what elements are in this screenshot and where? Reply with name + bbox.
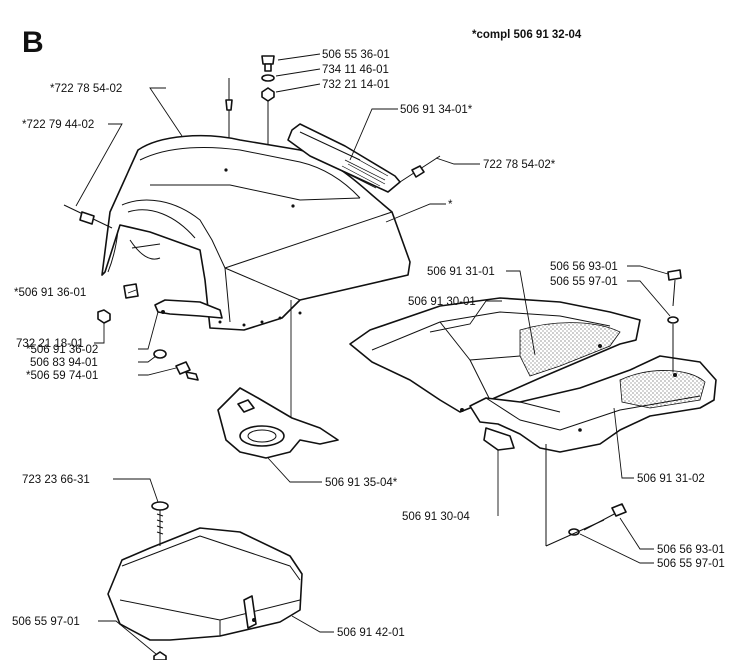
label-506-55-36-01-top: 506 55 36-01 <box>322 49 390 61</box>
label-506-91-36-02: *506 91 36-02 <box>26 344 98 356</box>
label-506-55-97-01-lower: 506 55 97-01 <box>657 558 725 570</box>
label-506-91-42-01: 506 91 42-01 <box>337 627 405 639</box>
label-506-91-36-01: *506 91 36-01 <box>14 287 86 299</box>
washer-screw-left <box>153 349 199 381</box>
lower-seat-tray <box>469 355 717 453</box>
grille-panel <box>287 123 401 193</box>
screw-cover-bottom <box>153 651 167 660</box>
left-pin <box>63 204 113 229</box>
screw-cover-top <box>151 501 169 546</box>
upper-seat-tray <box>349 297 641 413</box>
label-506-91-34-01: 506 91 34-01* <box>400 104 473 116</box>
label-734-11-46-01: 734 11 46-01 <box>322 64 389 76</box>
label-asterisk: * <box>448 199 453 211</box>
hood-bracket <box>154 299 223 319</box>
grille-pin <box>399 155 441 183</box>
screw-upper-right <box>667 269 682 372</box>
label-732-21-14-01: 732 21 14-01 <box>322 79 390 91</box>
label-732-21-18-01: 732 21 18-01 <box>16 338 84 350</box>
kit-note: *compl 506 91 32-04 <box>472 29 582 41</box>
label-506-56-93-01-lower: 506 56 93-01 <box>657 544 725 556</box>
label-722-78-54-02-left: *722 78 54-02 <box>50 83 122 95</box>
top-fastener-stack <box>261 55 275 150</box>
label-722-78-54-02-right: 722 78 54-02* <box>483 159 556 171</box>
leader-lines <box>75 53 671 655</box>
bottom-cover <box>107 527 303 641</box>
label-506-55-97-01-upper: 506 55 97-01 <box>550 276 618 288</box>
section-letter: B <box>22 26 44 59</box>
label-506-83-94-01: 506 83 94-01 <box>30 357 98 369</box>
label-723-23-66-31: 723 23 66-31 <box>22 474 90 486</box>
label-506-56-93-01-upper: 506 56 93-01 <box>550 261 618 273</box>
label-506-91-30-04: 506 91 30-04 <box>402 511 470 523</box>
label-506-91-30-01: 506 91 30-01 <box>408 296 476 308</box>
label-506-59-74-01: *506 59 74-01 <box>26 370 98 382</box>
part-labels: 506 55 36-01 734 11 46-01 732 21 14-01 *… <box>12 49 725 639</box>
hood-assembly <box>101 134 411 331</box>
screw-lower-right <box>545 444 627 547</box>
lower-bracket <box>217 387 339 459</box>
label-506-91-35-04: 506 91 35-04* <box>325 477 398 489</box>
label-506-91-31-02: 506 91 31-02 <box>637 473 705 485</box>
small-nut-left <box>97 309 111 324</box>
label-506-91-31-01: 506 91 31-01 <box>427 266 495 278</box>
label-506-55-97-01-bottom: 506 55 97-01 <box>12 616 80 628</box>
label-722-79-44-02: *722 79 44-02 <box>22 119 94 131</box>
